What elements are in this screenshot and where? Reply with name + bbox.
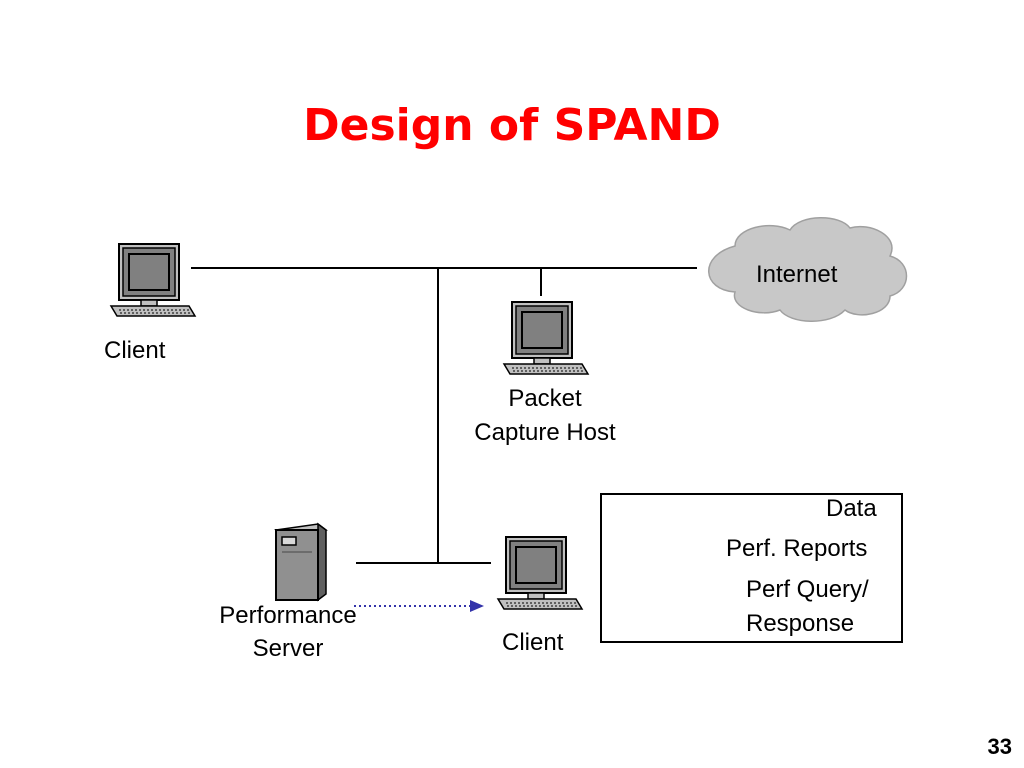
client-bottom-label: Client <box>502 629 564 656</box>
performance-server-label-line2: Server <box>252 635 324 662</box>
legend-box <box>600 493 903 643</box>
legend-data-label: Data <box>826 495 877 522</box>
slide-title: Design of SPAND <box>303 100 721 151</box>
internet-label: Internet <box>756 261 838 288</box>
legend-query-label-line1: Perf Query/ <box>746 576 869 603</box>
client-bottom-computer-icon <box>497 536 583 610</box>
client-top-computer-icon <box>110 243 196 317</box>
server-icon <box>274 522 328 602</box>
legend-query-label-line2: Response <box>746 610 855 637</box>
cloud-icon <box>708 217 908 322</box>
packet-capture-computer-icon <box>503 301 589 375</box>
legend-reports-label: Perf. Reports <box>726 535 868 562</box>
page-number: 33 <box>987 734 1012 759</box>
performance-server-label-line1: Performance <box>219 602 357 629</box>
client-top-label: Client <box>104 337 166 364</box>
packet-capture-label-line2: Capture Host <box>474 419 616 446</box>
network-lines <box>191 267 697 564</box>
packet-capture-label-line1: Packet <box>508 385 582 412</box>
perf-query-arrow <box>354 600 484 612</box>
